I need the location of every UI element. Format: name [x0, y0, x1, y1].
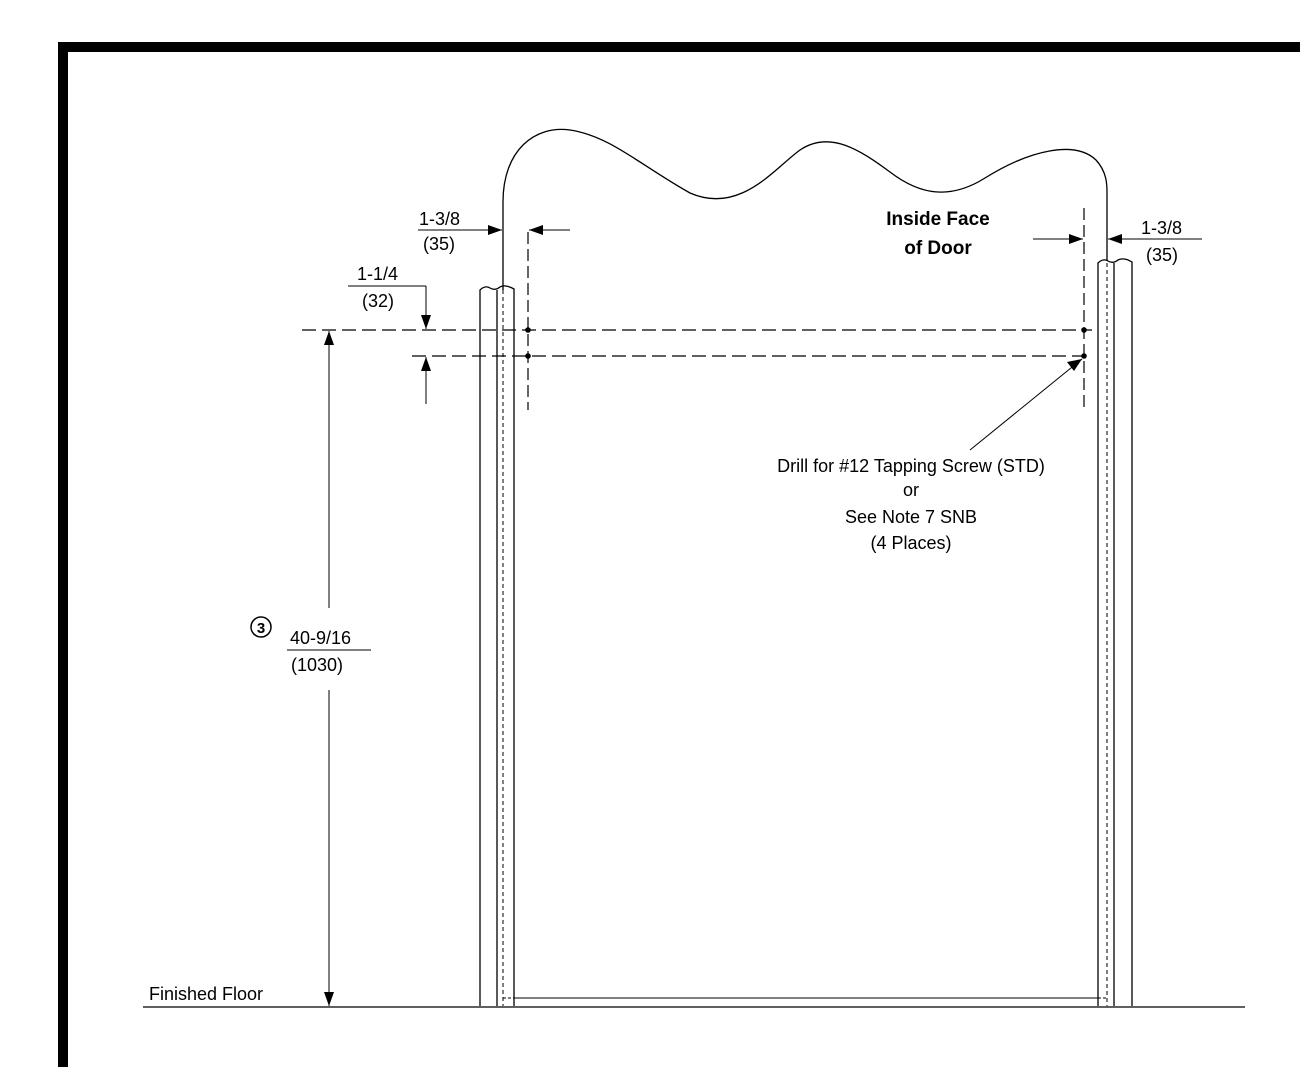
left-post: [479, 285, 515, 1006]
note-3-circle: [250, 616, 272, 638]
inside-face-label-line1: Inside Face: [886, 209, 990, 230]
note-3-number: 3: [257, 620, 265, 637]
right-door-offset-dimension: 1-3/8 (35): [1033, 218, 1202, 265]
finished-floor-label: Finished Floor: [149, 984, 263, 1004]
hole-spacing-fraction: 1-1/4: [357, 264, 398, 284]
left-offset-fraction: 1-3/8: [419, 209, 460, 229]
drill-note-leader: [969, 358, 1083, 451]
right-offset-fraction: 1-3/8: [1141, 218, 1182, 238]
hole-spacing-dimension: 1-1/4 (32): [348, 264, 431, 404]
right-post: [1097, 258, 1133, 1006]
door-break-line: [502, 128, 1108, 203]
inside-face-label-line2: of Door: [904, 238, 972, 259]
drill-note-line4: (4 Places): [870, 533, 951, 553]
left-offset-metric: (35): [423, 234, 455, 254]
right-offset-metric: (35): [1146, 245, 1178, 265]
drawing-frame: [58, 42, 1300, 1067]
hole-spacing-metric: (32): [362, 291, 394, 311]
height-dimension: 3 40-9/16 (1030): [250, 331, 371, 1006]
hole-points: [525, 327, 1087, 359]
height-fraction: 40-9/16: [290, 628, 351, 648]
drill-note-line3: See Note 7 SNB: [845, 507, 977, 527]
height-metric: (1030): [291, 655, 343, 675]
drill-note-line2: or: [903, 480, 919, 500]
left-door-offset-dimension: 1-3/8 (35): [418, 209, 570, 254]
drill-note-line1: Drill for #12 Tapping Screw (STD): [777, 456, 1045, 476]
